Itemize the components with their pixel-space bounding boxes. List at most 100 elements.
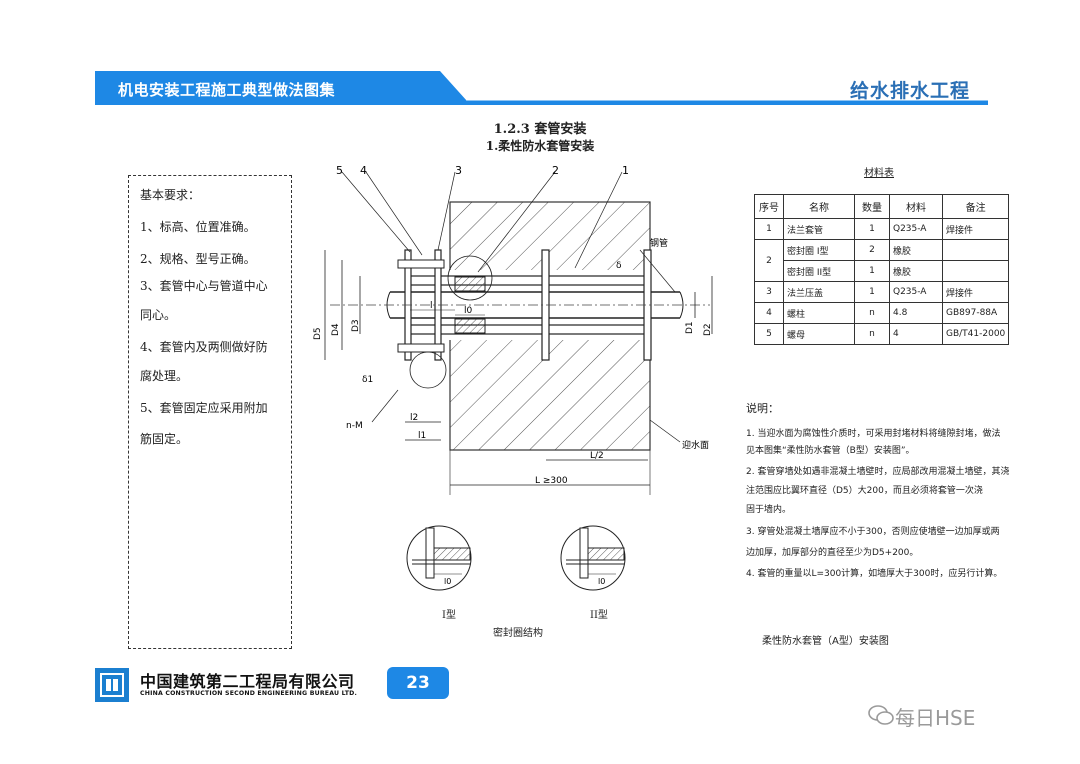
- table-cell: n: [854, 302, 890, 324]
- table-cell: 1: [854, 281, 890, 303]
- figure-caption: 柔性防水套管（A型）安装图: [762, 636, 889, 647]
- delta-label: δ: [616, 261, 622, 271]
- table-cell: 3: [754, 281, 784, 303]
- l0-label: l0: [464, 306, 473, 316]
- callout-3: 3: [455, 164, 462, 177]
- section-title: 1.2.3 套管安装: [493, 122, 587, 137]
- type2-caption: II型: [590, 610, 608, 621]
- requirement-line: 3、套管中心与管道中心: [140, 279, 268, 293]
- delta1-label: δ1: [362, 375, 373, 385]
- note-line: 3. 穿管处混凝土墙厚应不小于300，否则应使墙壁一边加厚或两: [746, 527, 1000, 537]
- seal-structure-caption: 密封圈结构: [493, 628, 543, 639]
- half-L-label: L/2: [590, 451, 604, 461]
- table-cell: 2: [854, 239, 890, 261]
- company-name-cn: 中国建筑第二工程局有限公司: [140, 672, 355, 691]
- table-cell: 橡胶: [889, 239, 943, 261]
- company-logo: [95, 668, 129, 702]
- header-band: [95, 71, 988, 105]
- note-line: 4. 套管的重量以L=300计算，如墙厚大于300时，应另行计算。: [746, 569, 1003, 579]
- table-row: 2 密封圈 I型 2 橡胶: [754, 239, 1010, 282]
- material-table-title: 材料表: [864, 168, 894, 179]
- L-label: L ≥300: [535, 476, 568, 486]
- table-cell: 螺柱: [783, 302, 855, 324]
- sleeve-installation-drawing: 5 4 3 2 1 钢管 迎水面 n-M D5 D4 D3 D1 D2 l l0…: [313, 164, 713, 495]
- note-line: 1. 当迎水面为腐蚀性介质时，可采用封堵材料将缝隙封堵，做法: [746, 429, 1001, 439]
- requirement-line: 2、规格、型号正确。: [140, 252, 256, 266]
- table-row: 3 法兰压盖 1 Q235-A 焊接件: [754, 281, 1010, 303]
- l-label: l: [430, 301, 433, 311]
- header-right-title: 给水排水工程: [850, 80, 971, 102]
- table-header-row: 序号 名称 数量 材料 备注: [754, 194, 1010, 219]
- requirement-line: 筋固定。: [140, 432, 189, 446]
- table-row: 1 法兰套管 1 Q235-A 焊接件: [754, 218, 1010, 240]
- table-cell: 4.8: [889, 302, 943, 324]
- type1-caption: I型: [442, 610, 456, 621]
- table-cell: 1: [854, 218, 890, 240]
- table-cell: 密封圈 II型: [783, 260, 855, 282]
- table-header-cell: 序号: [754, 194, 784, 219]
- company-name-en: CHINA CONSTRUCTION SECOND ENGINEERING BU…: [140, 690, 358, 697]
- l1-label: l1: [418, 431, 426, 441]
- requirement-line: 基本要求：: [140, 188, 201, 202]
- note-line: 见本图集“柔性防水套管（B型）安装图”。: [746, 446, 915, 456]
- table-row: 密封圈 II型 1 橡胶: [755, 260, 1010, 282]
- table-cell: 4: [889, 323, 943, 345]
- requirement-line: 同心。: [140, 308, 177, 322]
- table-row: 4 螺柱 n 4.8 GB897-88A: [754, 302, 1010, 324]
- seal-l0-label: l0: [598, 577, 605, 586]
- requirement-line: 5、套管固定应采用附加: [140, 401, 268, 415]
- section-subtitle: 1.柔性防水套管安装: [485, 139, 595, 153]
- D2-label: D2: [703, 323, 713, 336]
- callout-2: 2: [552, 164, 559, 177]
- table-cell: 4: [754, 302, 784, 324]
- table-cell: 法兰压盖: [783, 281, 855, 303]
- seal-l0-label: l0: [444, 577, 451, 586]
- nM-label: n-M: [346, 421, 363, 431]
- seal-type1-detail: l0: [406, 525, 472, 591]
- table-cell: Q235-A: [889, 281, 943, 303]
- material-table: 序号 名称 数量 材料 备注 1 法兰套管 1 Q235-A 焊接件 2 密封圈…: [754, 194, 1010, 345]
- table-row: 5 螺母 n 4 GB/T41-2000: [754, 323, 1010, 345]
- requirements-box: 基本要求： 1、标高、位置准确。 2、规格、型号正确。 3、套管中心与管道中心 …: [128, 175, 292, 649]
- D3-label: D3: [351, 319, 361, 332]
- page-number-badge: 23: [387, 667, 449, 699]
- table-cell: 2: [754, 239, 784, 282]
- D5-label: D5: [313, 327, 323, 340]
- table-cell: n: [854, 323, 890, 345]
- table-cell: [941, 239, 1010, 261]
- table-cell: 焊接件: [941, 281, 1010, 303]
- seal-type2-detail: l0: [560, 525, 626, 591]
- table-header-cell: 备注: [941, 194, 1010, 219]
- table-cell: 焊接件: [941, 218, 1010, 240]
- table-cell: 密封圈 I型: [783, 239, 855, 261]
- table-cell: 5: [754, 323, 784, 345]
- note-line: 注范围应比翼环直径（D5）大200，而且必须将套管一次浇: [746, 486, 983, 496]
- table-header-cell: 材料: [889, 194, 943, 219]
- table-cell: 1: [754, 218, 784, 240]
- callout-5: 5: [336, 164, 343, 177]
- water-side-label: 迎水面: [682, 439, 709, 451]
- table-cell: 1: [854, 260, 890, 282]
- table-cell: GB/T41-2000: [941, 323, 1010, 345]
- l2-label: l2: [410, 413, 418, 423]
- table-header-cell: 名称: [783, 194, 855, 219]
- D1-label: D1: [685, 321, 695, 334]
- table-cell: GB897-88A: [941, 302, 1010, 324]
- note-line: 固于墙内。: [746, 505, 792, 515]
- requirement-line: 1、标高、位置准确。: [140, 220, 256, 234]
- table-cell: 螺母: [783, 323, 855, 345]
- requirement-line: 4、套管内及两侧做好防: [140, 340, 268, 354]
- table-header-cell: 数量: [854, 194, 890, 219]
- note-line: 2. 套管穿墙处如遇非混凝土墙壁时，应局部改用混凝土墙壁，其浇: [746, 467, 1010, 477]
- header-left-title: 机电安装工程施工典型做法图集: [118, 81, 336, 99]
- callout-1: 1: [622, 164, 629, 177]
- wechat-icon: [868, 705, 894, 725]
- table-cell: 橡胶: [889, 260, 943, 282]
- watermark-text: 每日HSE: [895, 706, 976, 730]
- table-cell: 法兰套管: [783, 218, 855, 240]
- note-line: 边加厚，加厚部分的直径至少为D5+200。: [746, 548, 919, 558]
- callout-4: 4: [360, 164, 367, 177]
- notes-heading: 说明：: [746, 402, 779, 415]
- table-cell: Q235-A: [889, 218, 943, 240]
- steel-pipe-label: 钢管: [650, 237, 668, 249]
